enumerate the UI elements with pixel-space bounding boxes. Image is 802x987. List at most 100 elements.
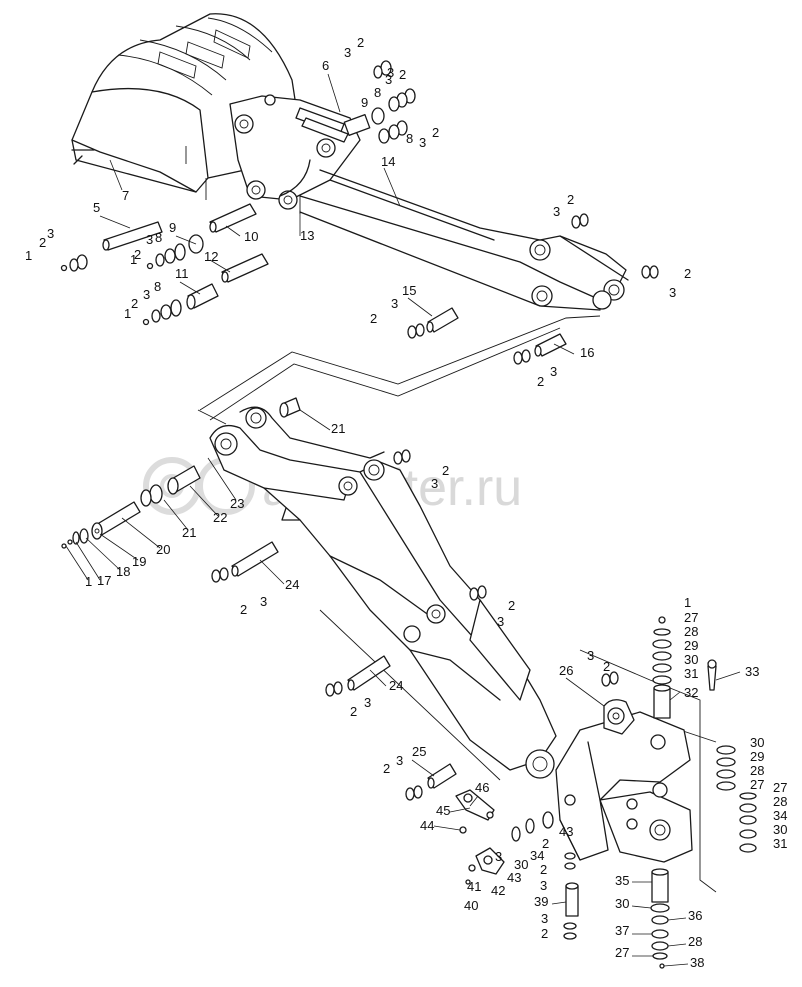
- callout-label: 3: [550, 364, 557, 379]
- callout-label: 42: [491, 883, 505, 898]
- callout-label: 3: [143, 287, 150, 302]
- callout-label: 31: [773, 836, 787, 851]
- callout-label: 32: [684, 685, 698, 700]
- callout-label: 43: [507, 870, 521, 885]
- callout-label: 21: [182, 525, 196, 540]
- callout-label: 3: [387, 65, 394, 80]
- callout-label: 2: [134, 247, 141, 262]
- callout-label: 30: [684, 652, 698, 667]
- callout-label: 31: [684, 666, 698, 681]
- callout-label: 3: [391, 296, 398, 311]
- callout-label: 2: [542, 836, 549, 851]
- callout-label: 36: [688, 908, 702, 923]
- callout-label: 29: [750, 749, 764, 764]
- callout-label: 2: [541, 926, 548, 941]
- callout-label: 2: [350, 704, 357, 719]
- callout-label: 7: [122, 188, 129, 203]
- callout-label: 28: [684, 624, 698, 639]
- callout-label: 2: [383, 761, 390, 776]
- callout-label: 3: [385, 72, 392, 87]
- callout-label: 27: [750, 777, 764, 792]
- callout-label: 3: [419, 135, 426, 150]
- callout-label: 28: [773, 794, 787, 809]
- bucket: [71, 13, 361, 210]
- callout-label: 3: [146, 232, 153, 247]
- callout-label: 1: [124, 306, 131, 321]
- callout-label: 2: [603, 659, 610, 674]
- callout-label: 28: [750, 763, 764, 778]
- callout-label: 26: [559, 663, 573, 678]
- lock-plates: [455, 789, 576, 885]
- callout-label: 3: [497, 614, 504, 629]
- callout-label: 3: [553, 204, 560, 219]
- callout-label: 22: [213, 510, 227, 525]
- callout-label: 46: [475, 780, 489, 795]
- pin-stack-lower: [563, 868, 670, 969]
- callout-label: 2: [131, 296, 138, 311]
- callout-label: 16: [580, 345, 594, 360]
- callout-label: 1: [684, 595, 691, 610]
- callout-label: 8: [154, 279, 161, 294]
- callout-label: 8: [406, 131, 413, 146]
- callout-label: 2: [537, 374, 544, 389]
- callout-label: 3: [541, 911, 548, 926]
- callout-label: 3: [431, 476, 438, 491]
- callout-label: 2: [432, 125, 439, 140]
- callout-label: 8: [374, 85, 381, 100]
- callout-label: 3: [587, 648, 594, 663]
- callout-label: 2: [684, 266, 691, 281]
- callout-label: 27: [615, 945, 629, 960]
- callout-label: 2: [399, 67, 406, 82]
- callout-label: 11: [175, 266, 189, 281]
- callout-label: 24: [285, 577, 299, 592]
- callout-label: 23: [230, 496, 244, 511]
- callout-label: 34: [773, 808, 787, 823]
- callout-label: 2: [39, 235, 46, 250]
- callout-label: 20: [156, 542, 170, 557]
- callout-label: 39: [534, 894, 548, 909]
- callout-label: 1: [85, 574, 92, 589]
- callout-label: 30: [615, 896, 629, 911]
- pin-stack-upper: [652, 616, 757, 853]
- callout-label: 24: [389, 678, 403, 693]
- callout-label: 1: [130, 252, 137, 267]
- callout-label: 30: [514, 857, 528, 872]
- callout-label: 2: [357, 35, 364, 50]
- callout-label: 45: [436, 803, 450, 818]
- callout-label: 35: [615, 873, 629, 888]
- callout-label: 38: [690, 955, 704, 970]
- callout-label: 3: [344, 45, 351, 60]
- callout-label: 3: [396, 753, 403, 768]
- callout-label: 30: [750, 735, 764, 750]
- pins-and-washers: [60, 60, 659, 801]
- arm: [209, 406, 557, 779]
- callout-label: 3: [669, 285, 676, 300]
- callout-label: 43: [559, 824, 573, 839]
- callout-label: 5: [93, 200, 100, 215]
- callout-label: 3: [495, 849, 502, 864]
- callout-label: 9: [169, 220, 176, 235]
- callout-label: 37: [615, 923, 629, 938]
- callout-label: 18: [116, 564, 130, 579]
- bucket-link: [299, 169, 629, 311]
- callout-label: 19: [132, 554, 146, 569]
- callout-label: 3: [540, 878, 547, 893]
- callout-label: 28: [688, 934, 702, 949]
- callout-label: 14: [381, 154, 395, 169]
- callout-label: 29: [684, 638, 698, 653]
- callout-label: 6: [322, 58, 329, 73]
- callout-label: 2: [567, 192, 574, 207]
- callout-label: 2: [370, 311, 377, 326]
- callout-label: 41: [467, 879, 481, 894]
- callout-label: 34: [530, 848, 544, 863]
- callout-label: 2: [508, 598, 515, 613]
- callout-label: 2: [240, 602, 247, 617]
- callout-label: 15: [402, 283, 416, 298]
- callout-label: 44: [420, 818, 434, 833]
- callout-label: 2: [442, 463, 449, 478]
- callout-label: 3: [47, 226, 54, 241]
- callout-label: 12: [204, 249, 218, 264]
- callout-label: 30: [773, 822, 787, 837]
